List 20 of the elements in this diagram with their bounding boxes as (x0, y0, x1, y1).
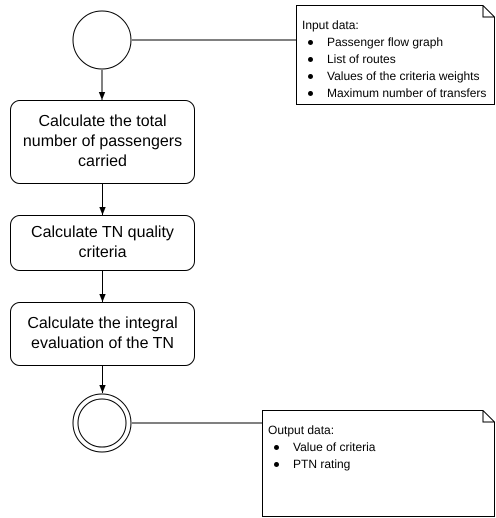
note-heading: Input data: (302, 17, 360, 34)
list-item: PTN rating (293, 456, 350, 473)
arrow (98, 70, 106, 100)
start-circle (72, 10, 132, 70)
list-item: List of routes (327, 51, 396, 68)
process-box: Calculate the integral evaluation of the TN (10, 302, 195, 366)
arrow (99, 366, 106, 394)
note-shape (296, 5, 495, 105)
note-heading: Output data: (268, 422, 336, 439)
end-circle (72, 393, 132, 453)
list-item: Value of criteria (293, 439, 376, 456)
list-item: Maximum number of transfers (327, 85, 486, 102)
arrow (99, 184, 106, 216)
list-item: Values of the criteria weights (327, 68, 480, 85)
process-box: Calculate TN quality criteria (10, 215, 195, 271)
connector-line (132, 422, 262, 424)
process-box: Calculate the total number of passengers carried (10, 100, 195, 184)
note-shape (262, 410, 495, 517)
list-item: Passenger flow graph (327, 34, 444, 51)
arrow (99, 270, 106, 302)
